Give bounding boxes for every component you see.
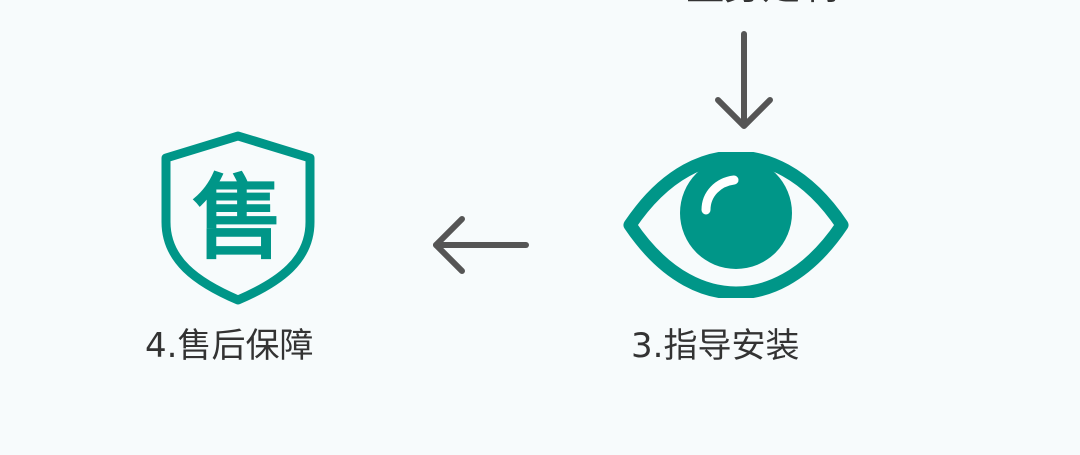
arrow-left-icon [433,216,529,274]
shield-icon: 售 [161,131,315,305]
step-2-label: 2.量身定制 [650,0,870,8]
shield-badge-char: 售 [192,165,284,272]
arrow-down-icon [715,31,773,129]
step-3-label: 3.指导安装 [631,326,800,366]
eye-icon [623,152,849,298]
step-4-label: 4.售后保障 [145,326,314,366]
